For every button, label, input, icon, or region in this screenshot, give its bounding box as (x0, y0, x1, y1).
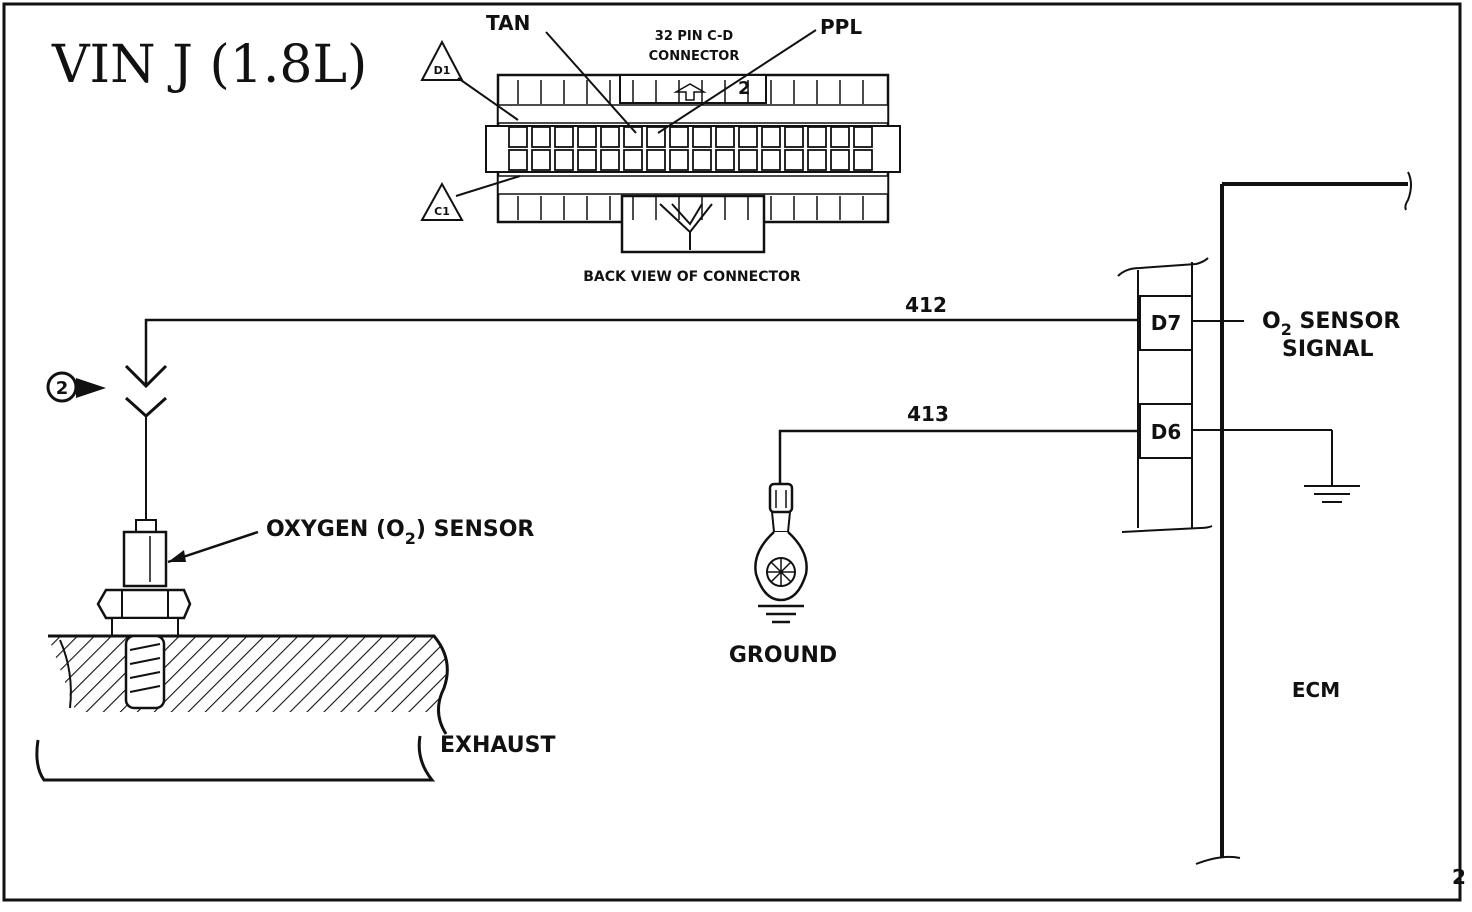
ground-label: GROUND (729, 643, 837, 668)
connector-pin-cavity (554, 149, 574, 171)
o2-sensor-signal-label-line2: SIGNAL (1282, 337, 1374, 362)
exhaust-label: EXHAUST (440, 733, 555, 758)
callout-2-marker (46, 371, 106, 403)
connector-pin-cavity (646, 149, 666, 171)
connector-pin-count-label: 32 PIN C-D (655, 29, 734, 44)
connector-pin-cavity (715, 149, 735, 171)
oxygen-sensor-label: OXYGEN (O2) SENSOR (266, 517, 534, 548)
circuit-412-wire (144, 318, 1140, 384)
d1-callout-label: D1 (434, 64, 451, 77)
connector-pin-cavity (807, 149, 827, 171)
connector-pin-cavity (784, 126, 804, 148)
connector-pin-cavity (600, 126, 620, 148)
oxygen-sensor-leader-arrow (168, 550, 186, 562)
connector-name-label: CONNECTOR (649, 49, 740, 64)
connector-pin-cavity (554, 126, 574, 148)
connector-pin-cavity (508, 126, 528, 148)
connector-pin-cavity (692, 126, 712, 148)
tan-leader-line (545, 31, 637, 134)
connector-pin-cavity (577, 126, 597, 148)
ecm-connector-block (1117, 257, 1213, 533)
ppl-leader-line (657, 29, 817, 134)
connector-graphic (485, 73, 901, 254)
page-border (2, 2, 1462, 902)
ecm-break-mark-bottom (1195, 855, 1241, 865)
connector-pin-cavity (738, 149, 758, 171)
ecm-pin-d7-box (1139, 295, 1193, 351)
connector-back-view-label: BACK VIEW OF CONNECTOR (583, 269, 801, 285)
ground-eyelet-graphic (754, 482, 808, 624)
ecm-pin-d7-label: D7 (1151, 311, 1182, 335)
corner-page-mark: 2 (1452, 865, 1466, 889)
connector-pin-cavity (669, 149, 689, 171)
connector-pin-cavity (761, 149, 781, 171)
circuit-412-label: 412 (905, 293, 947, 317)
connector-pin-cavity (669, 126, 689, 148)
c1-callout-triangle: C1 (420, 175, 521, 221)
circuit-413-label: 413 (907, 402, 949, 426)
connector-pin-cavity (761, 126, 781, 148)
c1-callout-label: C1 (434, 205, 450, 218)
connector-pin-cavity (830, 149, 850, 171)
callout-2-number: 2 (56, 378, 69, 399)
d1-callout-triangle: D1 (420, 39, 519, 121)
connector-pin-cavity (692, 149, 712, 171)
tan-wire-label: TAN (486, 11, 530, 35)
connector-mark: 2 (738, 78, 751, 99)
connector-pin-cavity (600, 149, 620, 171)
connector-pin-cavity (715, 126, 735, 148)
ecm-break-mark-top (1404, 171, 1412, 211)
connector-pin-cavity (853, 126, 873, 148)
circuit-413-wire (778, 429, 1140, 486)
connector-pin-cavity (738, 126, 758, 148)
o2-sensor-signal-label: O2 SENSOR (1262, 309, 1400, 339)
connector-pin-cavity (577, 149, 597, 171)
connector-pin-cavity (623, 149, 643, 171)
ecm-pin-d6-label: D6 (1151, 420, 1182, 444)
inline-connector-lower (124, 396, 168, 419)
ppl-wire-label: PPL (820, 15, 862, 39)
connector-pin-cavity (853, 149, 873, 171)
connector-pin-cavity (531, 149, 551, 171)
connector-pin-cavity (830, 126, 850, 148)
ecm-label: ECM (1292, 678, 1340, 702)
connector-pin-cavity (623, 126, 643, 148)
oxygen-sensor-graphic (96, 519, 192, 637)
connector-pin-row-bottom (508, 149, 873, 171)
connector-pin-row-top (508, 126, 873, 148)
connector-ribs (517, 80, 864, 220)
inline-connector-upper (124, 364, 168, 389)
connector-pin-cavity (784, 149, 804, 171)
connector-pin-cavity (508, 149, 528, 171)
connector-pin-cavity (531, 126, 551, 148)
connector-pin-cavity (807, 126, 827, 148)
ecm-internal-ground (1192, 429, 1360, 503)
diagram-title: VIN J (1.8L) (51, 35, 367, 95)
exhaust-pipe-graphic (35, 634, 449, 782)
